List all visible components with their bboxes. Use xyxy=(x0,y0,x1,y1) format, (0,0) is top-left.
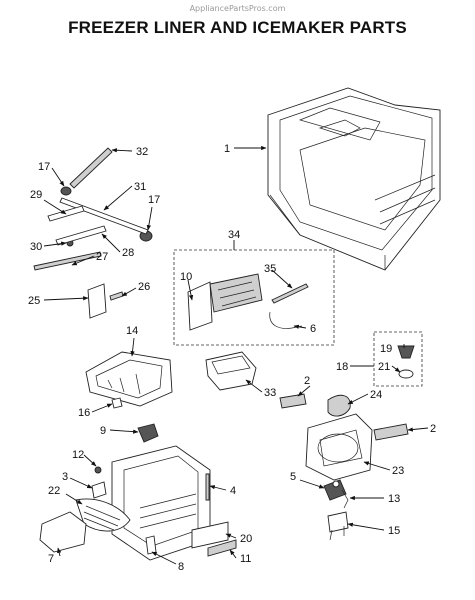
callout-8: 8 xyxy=(178,561,184,573)
callout-5: 5 xyxy=(290,471,296,483)
callout-15: 15 xyxy=(388,525,400,537)
strip-20-part[interactable] xyxy=(191,521,229,549)
callout-14: 14 xyxy=(126,325,138,337)
light-3-part[interactable] xyxy=(91,481,107,499)
cap-19-part[interactable] xyxy=(397,345,415,359)
callout-30: 30 xyxy=(30,241,42,253)
tape-2b-part[interactable] xyxy=(373,423,409,441)
bearing-left-part[interactable] xyxy=(60,186,72,196)
motor-5-part[interactable] xyxy=(323,479,347,501)
callout-25: 25 xyxy=(28,295,40,307)
wire-harness-35-part[interactable] xyxy=(271,283,309,304)
fan-24-part[interactable] xyxy=(327,394,351,417)
leader-lines xyxy=(43,145,429,565)
callout-26: 26 xyxy=(138,281,150,293)
watermark: AppliancePartsPros.com xyxy=(189,4,286,13)
ring-21-part[interactable] xyxy=(398,369,414,379)
icemaker-assembly-outline[interactable] xyxy=(173,249,335,346)
motor-9-part[interactable] xyxy=(137,423,159,443)
sensor-8-part[interactable] xyxy=(145,535,157,555)
callout-27: 27 xyxy=(96,251,108,263)
tape-11-part[interactable] xyxy=(207,539,237,557)
freezer-liner-part[interactable] xyxy=(267,87,441,271)
callout-19: 19 xyxy=(380,343,392,355)
callout-32: 32 xyxy=(136,146,148,158)
callout-1: 1 xyxy=(224,143,230,155)
callout-4: 4 xyxy=(230,485,236,497)
callout-13: 13 xyxy=(388,493,400,505)
callout-7: 7 xyxy=(48,553,54,565)
clip-16-part[interactable] xyxy=(111,397,123,409)
callout-22: 22 xyxy=(48,485,60,497)
pin-4-part[interactable] xyxy=(205,473,210,501)
page-title: FREEZER LINER AND ICEMAKER PARTS xyxy=(68,18,407,37)
callout-11: 11 xyxy=(240,553,251,565)
slide-rail-27-part[interactable] xyxy=(33,251,102,271)
callout-2a: 2 xyxy=(304,375,310,387)
grommet-13-part[interactable] xyxy=(341,489,349,509)
callout-16: 16 xyxy=(78,407,90,419)
callout-35: 35 xyxy=(264,263,276,275)
icemaker-10-part[interactable] xyxy=(187,273,263,331)
callout-20: 20 xyxy=(240,533,252,545)
ice-bucket-33-part[interactable] xyxy=(205,351,257,391)
callout-29: 29 xyxy=(30,189,42,201)
callout-10: 10 xyxy=(180,271,192,283)
wire-harness-6-part[interactable] xyxy=(269,311,303,329)
bracket-15-part[interactable] xyxy=(327,511,349,541)
callout-9: 9 xyxy=(100,425,106,437)
callout-28: 28 xyxy=(122,247,134,259)
screw-26-part[interactable] xyxy=(109,291,124,301)
callout-21: 21 xyxy=(378,361,390,373)
callout-6: 6 xyxy=(310,323,316,335)
auger-housing-14-part[interactable] xyxy=(85,351,173,407)
callout-24: 24 xyxy=(370,389,382,401)
callout-23: 23 xyxy=(392,465,404,477)
callout-17b: 17 xyxy=(148,194,160,206)
callout-3: 3 xyxy=(62,471,68,483)
callout-17a: 17 xyxy=(38,161,50,173)
ice-auger-rod-part[interactable] xyxy=(69,147,113,189)
screw-12-part[interactable] xyxy=(94,466,102,474)
callout-18: 18 xyxy=(336,361,348,373)
rail-bracket-25-part[interactable] xyxy=(87,283,107,319)
slide-rail-28-part[interactable] xyxy=(55,225,107,246)
grille-22-part[interactable] xyxy=(75,498,131,532)
cap-assembly-outline[interactable] xyxy=(373,331,423,387)
callout-12: 12 xyxy=(72,449,84,461)
callout-33: 33 xyxy=(264,387,276,399)
tape-2a-part[interactable] xyxy=(279,393,307,409)
callout-2b: 2 xyxy=(430,423,436,435)
callout-34: 34 xyxy=(228,229,240,241)
callout-31: 31 xyxy=(134,181,146,193)
cover-7-part[interactable] xyxy=(39,511,87,553)
fan-housing-23-part[interactable] xyxy=(305,413,373,481)
